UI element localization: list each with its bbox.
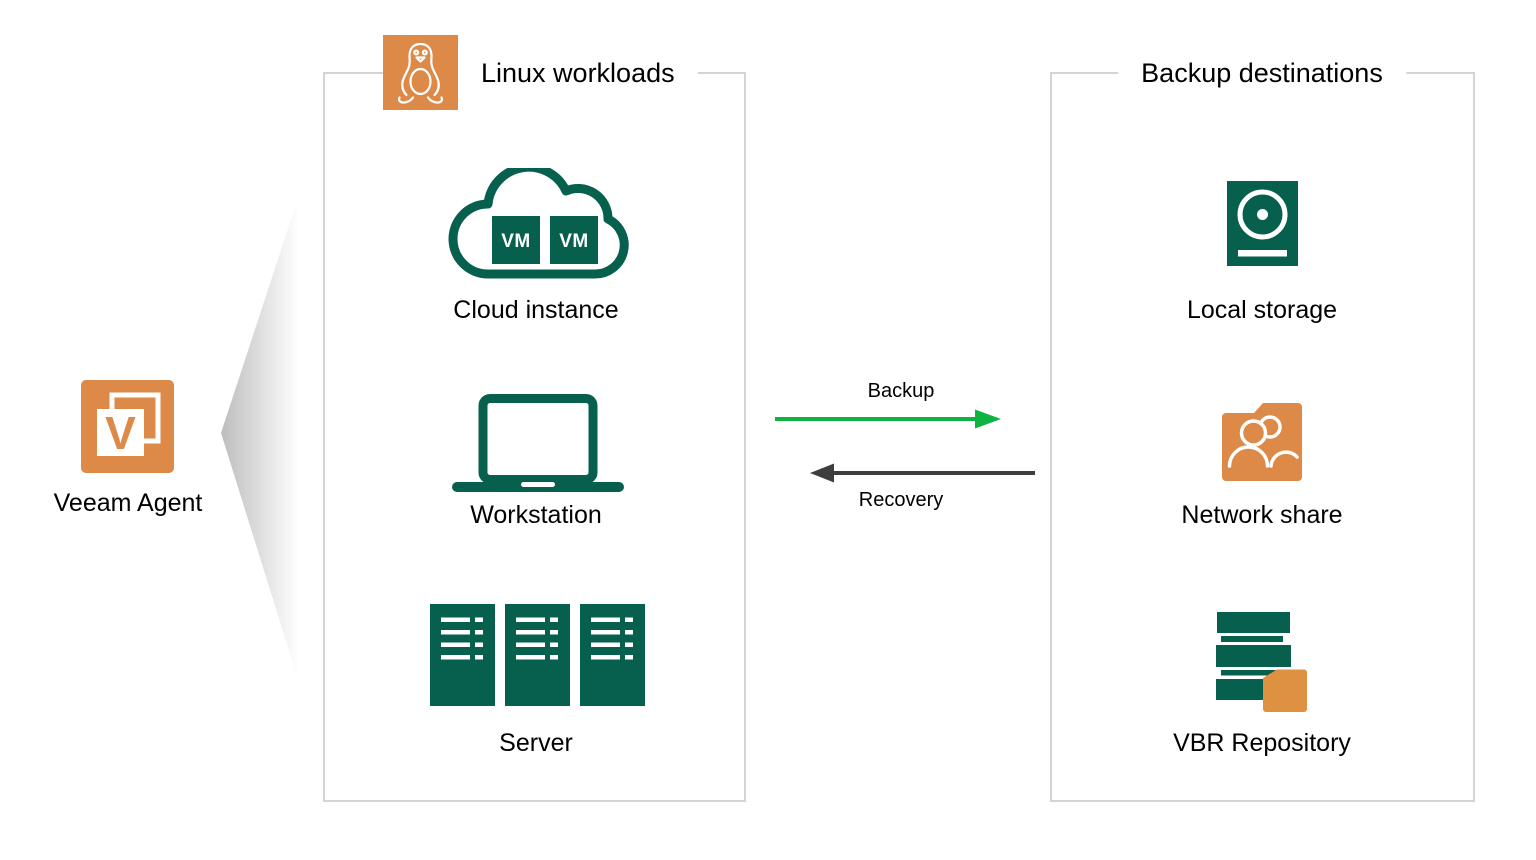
local-storage-label: Local storage xyxy=(1186,296,1338,324)
tux-icon xyxy=(383,35,458,110)
server-tower xyxy=(430,604,495,706)
vbr-repository-label: VBR Repository xyxy=(1173,729,1351,757)
vm-badge: VM xyxy=(559,231,589,252)
linux-workloads-title: Linux workloads xyxy=(458,56,698,90)
backup-arrow xyxy=(775,409,1001,429)
agent-scope-beam xyxy=(221,186,302,692)
cloud-vm-icon: VM VM xyxy=(448,168,629,279)
vm-badge: VM xyxy=(501,231,531,252)
shared-folder-icon xyxy=(1222,403,1302,481)
laptop-icon xyxy=(452,394,624,492)
hard-disk-icon xyxy=(1227,181,1298,266)
recovery-arrow xyxy=(810,463,1035,483)
cloud-instance-label: Cloud instance xyxy=(453,296,619,324)
server-label: Server xyxy=(499,729,573,757)
backup-destinations-title: Backup destinations xyxy=(1118,56,1406,90)
veeam-v-letter: V xyxy=(105,407,136,459)
server-tower xyxy=(580,604,645,706)
workstation-label: Workstation xyxy=(470,501,602,529)
backup-flow-label: Backup xyxy=(867,380,935,402)
veeam-agent-label: Veeam Agent xyxy=(53,489,203,517)
server-tower xyxy=(505,604,570,706)
veeam-agent-icon: V xyxy=(81,380,174,473)
repository-folder-icon xyxy=(1216,612,1307,712)
network-share-label: Network share xyxy=(1181,501,1343,529)
server-stack-icon xyxy=(430,604,645,706)
recovery-flow-label: Recovery xyxy=(858,489,944,511)
